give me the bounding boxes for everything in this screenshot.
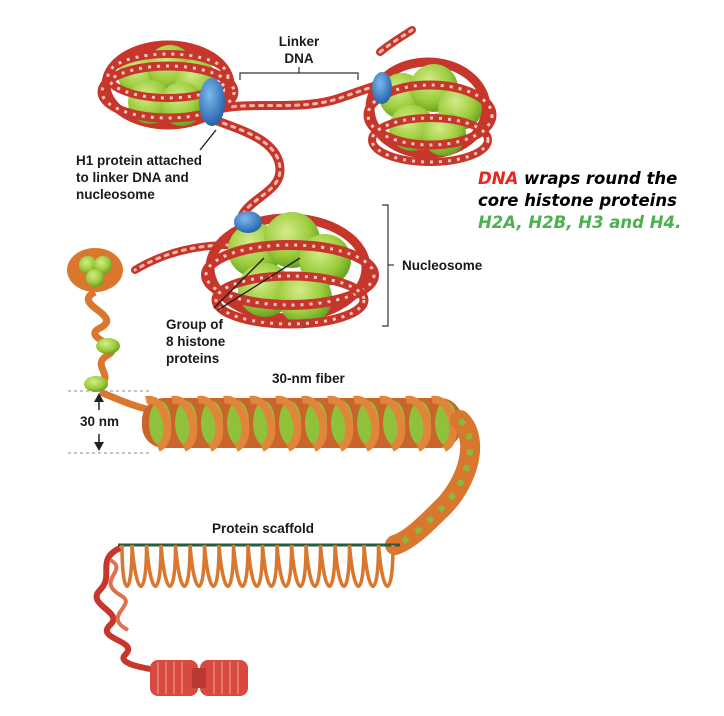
linker-dna-label: Linker DNA bbox=[274, 33, 324, 67]
h1-label-line2: to linker DNA and bbox=[76, 170, 189, 185]
group-label-line3: proteins bbox=[166, 351, 220, 366]
histone-group-label: Group of 8 histone proteins bbox=[166, 316, 225, 367]
dimension-30nm bbox=[68, 390, 150, 454]
dimension-label: 30 nm bbox=[80, 413, 120, 430]
fiber-coil bbox=[145, 395, 172, 452]
fiber-30nm bbox=[142, 395, 462, 452]
pointer-lines bbox=[199, 129, 301, 311]
linker-bracket bbox=[239, 67, 359, 80]
h1-protein-top-right bbox=[372, 72, 392, 104]
h1-protein-middle bbox=[234, 211, 262, 233]
linker-label-line2: DNA bbox=[284, 51, 314, 66]
fiber-coil bbox=[301, 395, 328, 452]
protein-scaffold bbox=[118, 543, 400, 588]
callout-line1: DNA wraps round the bbox=[478, 168, 681, 190]
h1-protein-top-left bbox=[199, 78, 225, 126]
fiber-coil bbox=[405, 395, 432, 452]
fiber-coil bbox=[379, 395, 406, 452]
callout-line3: H2A, H2B, H3 and H4. bbox=[478, 213, 682, 232]
chromosome bbox=[150, 660, 248, 696]
linker-label-line1: Linker bbox=[278, 34, 320, 49]
h1-label-line3: nucleosome bbox=[76, 187, 155, 202]
callout-dna-word: DNA bbox=[478, 169, 519, 188]
nucleosome-middle bbox=[201, 212, 379, 329]
group-label-line1: Group of bbox=[166, 317, 223, 332]
fiber-coil bbox=[327, 395, 354, 452]
scaffold-label: Protein scaffold bbox=[212, 521, 315, 536]
fiber-coil bbox=[171, 395, 198, 452]
fiber-coil bbox=[275, 395, 302, 452]
histone-callout: DNA wraps round the core histone protein… bbox=[478, 168, 681, 234]
chromosome-tangle bbox=[93, 545, 171, 675]
callout-line1-rest: wraps round the bbox=[518, 169, 678, 188]
fiber-label: 30-nm fiber bbox=[272, 371, 345, 386]
nucleosome-top-right bbox=[363, 57, 497, 166]
h1-protein-label: H1 protein attached to linker DNA and nu… bbox=[76, 152, 202, 203]
callout-line2: core histone proteins bbox=[478, 191, 677, 210]
nucleosome-label: Nucleosome bbox=[402, 258, 483, 273]
h1-label-line1: H1 protein attached bbox=[76, 153, 203, 168]
fiber-tail bbox=[385, 410, 481, 555]
nucleosome-bracket bbox=[382, 204, 394, 327]
fiber-coil bbox=[197, 395, 224, 452]
group-label-line2: 8 histone bbox=[166, 334, 226, 349]
fiber-coil bbox=[353, 395, 380, 452]
fiber-coil bbox=[249, 395, 276, 452]
fiber-coil bbox=[223, 395, 250, 452]
